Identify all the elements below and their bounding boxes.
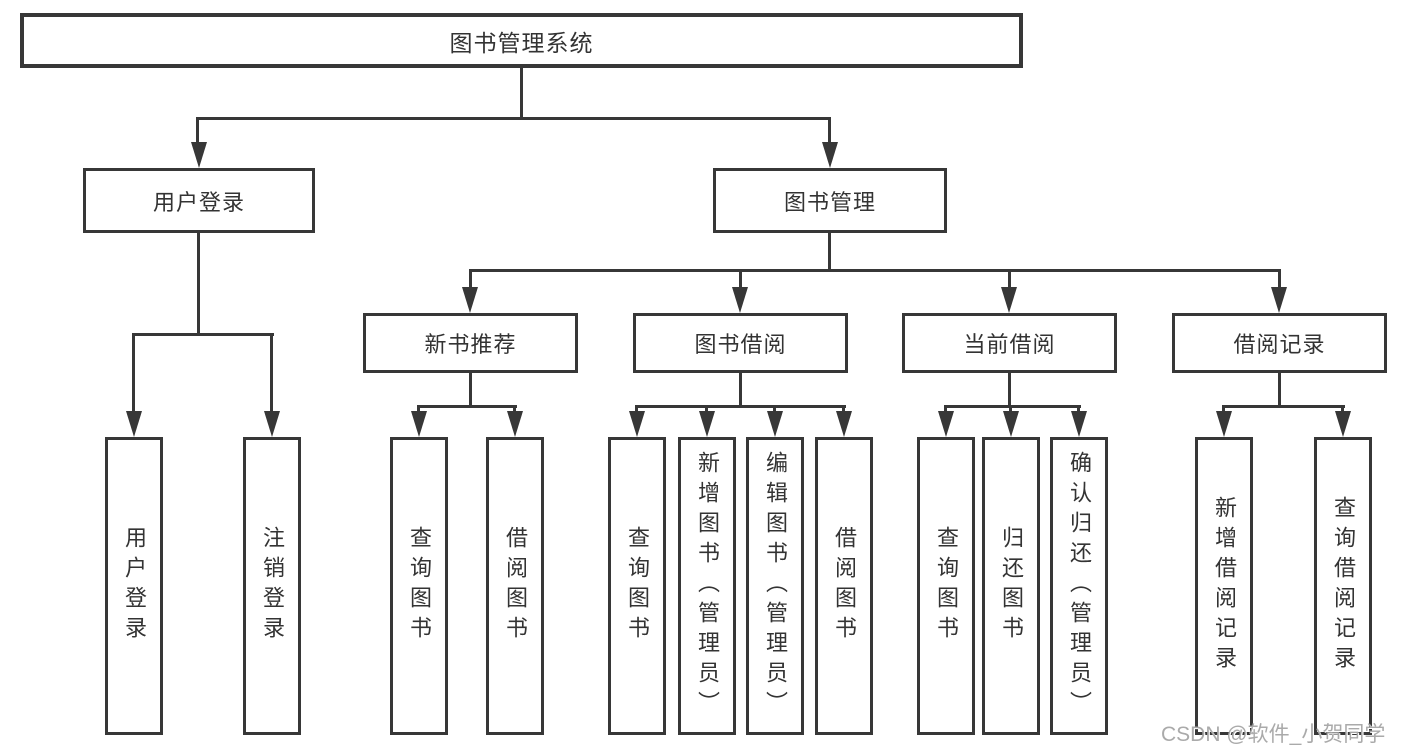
- node-label: 编辑图书（管理员）: [763, 451, 788, 721]
- connector-line: [469, 269, 1281, 272]
- connector-line: [1278, 373, 1281, 408]
- node-logout: 注销登录: [243, 437, 301, 735]
- connector-line: [944, 405, 1081, 408]
- connector-line: [132, 333, 274, 336]
- arrow-down-icon: [629, 411, 645, 437]
- connector-line: [1008, 373, 1011, 408]
- connector-line: [469, 373, 472, 408]
- node-add-borrow-record: 新增借阅记录: [1195, 437, 1253, 735]
- connector-line: [520, 66, 523, 120]
- connector-line: [469, 269, 472, 293]
- connector-line: [417, 405, 517, 408]
- node-label: 借阅图书: [503, 526, 528, 646]
- arrow-down-icon: [507, 411, 523, 437]
- arrow-down-icon: [732, 287, 748, 313]
- node-borrow-books: 借阅图书: [815, 437, 873, 735]
- arrow-down-icon: [767, 411, 783, 437]
- connector-line: [1278, 269, 1281, 293]
- node-label: 查询图书: [934, 526, 959, 646]
- node-library-system: 图书管理系统: [20, 13, 1023, 68]
- arrow-down-icon: [126, 411, 142, 437]
- connector-line: [197, 233, 200, 336]
- arrow-down-icon: [1335, 411, 1351, 437]
- connector-line: [828, 233, 831, 272]
- arrow-down-icon: [1001, 287, 1017, 313]
- watermark: CSDN @软件_小贺同学: [1161, 723, 1386, 746]
- node-label: 新增图书（管理员）: [695, 451, 720, 721]
- arrow-down-icon: [1071, 411, 1087, 437]
- arrow-down-icon: [411, 411, 427, 437]
- connector-line: [739, 373, 742, 408]
- node-label: 归还图书: [999, 526, 1024, 646]
- connector-line: [828, 117, 831, 149]
- node-new-book-recommend: 新书推荐: [363, 313, 578, 373]
- node-label: 查询图书: [625, 526, 650, 646]
- arrow-down-icon: [1003, 411, 1019, 437]
- node-query-borrow-record: 查询借阅记录: [1314, 437, 1372, 735]
- connector-line: [1222, 405, 1345, 408]
- node-query-books-borrowing: 查询图书: [608, 437, 666, 735]
- connector-line: [1008, 269, 1011, 293]
- node-label: 新增借阅记录: [1212, 496, 1237, 676]
- node-label: 确认归还（管理员）: [1067, 451, 1092, 721]
- node-user-login-action: 用户登录: [105, 437, 163, 735]
- arrow-down-icon: [938, 411, 954, 437]
- node-label: 查询图书: [407, 526, 432, 646]
- node-user-login: 用户登录: [83, 168, 315, 233]
- arrow-down-icon: [191, 142, 207, 168]
- node-label: 注销登录: [260, 526, 285, 646]
- node-book-management: 图书管理: [713, 168, 947, 233]
- node-confirm-return-admin: 确认归还（管理员）: [1050, 437, 1108, 735]
- node-return-books: 归还图书: [982, 437, 1040, 735]
- connector-line: [270, 333, 273, 417]
- arrow-down-icon: [462, 287, 478, 313]
- node-label: 用户登录: [122, 526, 147, 646]
- node-query-books-current: 查询图书: [917, 437, 975, 735]
- node-current-borrowing: 当前借阅: [902, 313, 1117, 373]
- node-query-books-recommend: 查询图书: [390, 437, 448, 735]
- node-borrowing-records: 借阅记录: [1172, 313, 1387, 373]
- connector-line: [739, 269, 742, 293]
- connector-line: [132, 333, 135, 417]
- arrow-down-icon: [699, 411, 715, 437]
- node-book-borrowing: 图书借阅: [633, 313, 848, 373]
- connector-line: [196, 117, 199, 149]
- arrow-down-icon: [264, 411, 280, 437]
- arrow-down-icon: [1271, 287, 1287, 313]
- connector-line: [635, 405, 846, 408]
- node-borrow-books-recommend: 借阅图书: [486, 437, 544, 735]
- node-label: 借阅图书: [832, 526, 857, 646]
- node-label: 查询借阅记录: [1331, 496, 1356, 676]
- node-edit-books-admin: 编辑图书（管理员）: [746, 437, 804, 735]
- connector-line: [196, 117, 831, 120]
- arrow-down-icon: [1216, 411, 1232, 437]
- node-add-books-admin: 新增图书（管理员）: [678, 437, 736, 735]
- arrow-down-icon: [836, 411, 852, 437]
- arrow-down-icon: [822, 142, 838, 168]
